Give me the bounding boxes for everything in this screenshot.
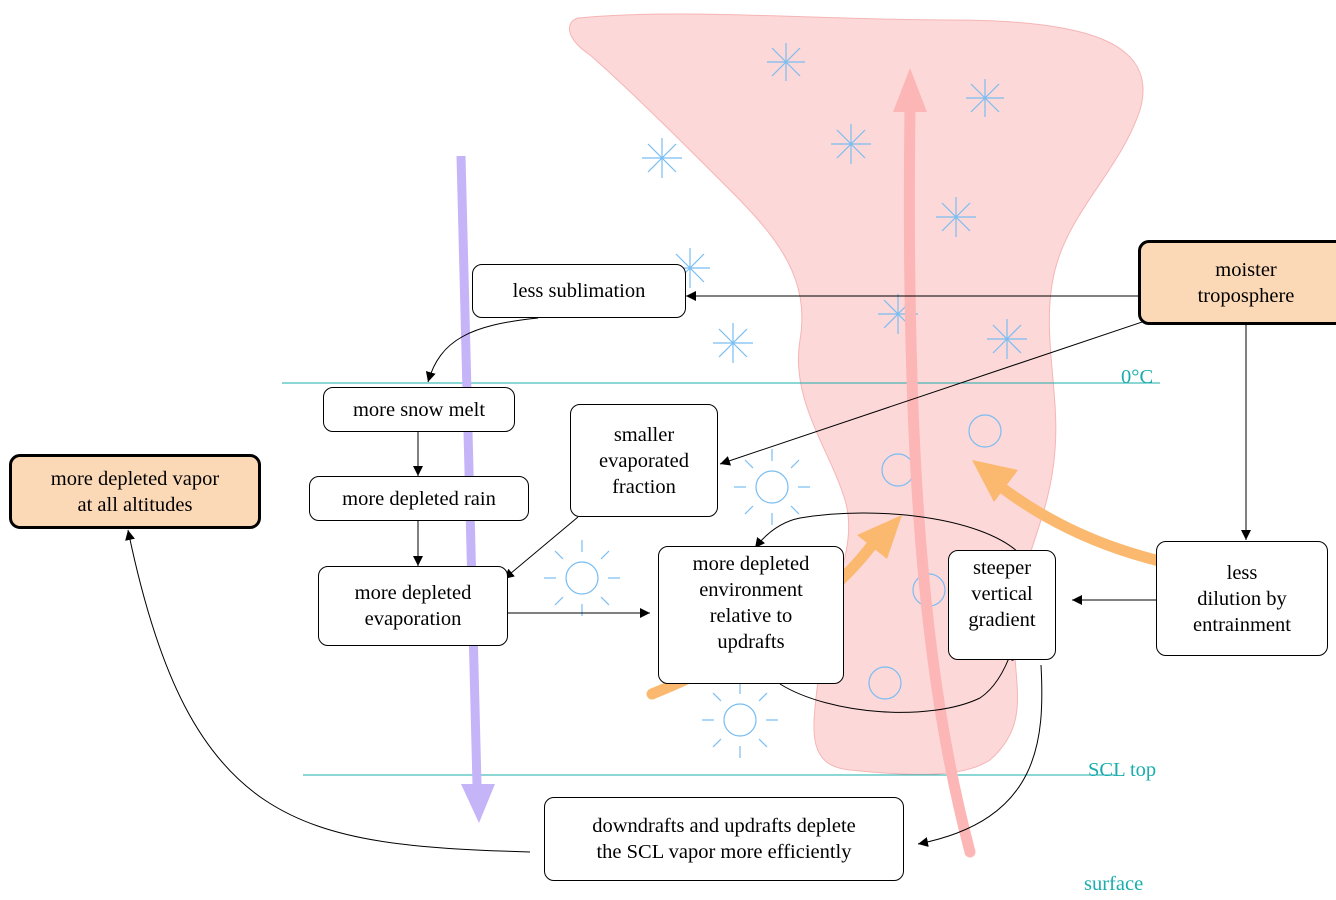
droplet-icon <box>968 414 1002 448</box>
ice-crystal-icon <box>642 138 682 178</box>
connector-arrow <box>719 319 1149 466</box>
node-more-depleted-vapor: more depleted vapor at all altitudes <box>9 454 261 529</box>
connector-arrow <box>503 516 579 580</box>
node-label: moister troposphere <box>1197 258 1295 307</box>
evaporation-icon <box>702 682 778 758</box>
updraft-arrowhead <box>893 68 927 112</box>
freezing-level-label: 0°C <box>1121 366 1154 388</box>
node-more-depleted-rain: more depleted rain <box>309 476 529 521</box>
entrainment-arrowhead <box>972 460 1018 502</box>
node-label: more depleted environment relative to up… <box>692 553 810 653</box>
node-label: smaller evaporated fraction <box>599 423 689 498</box>
droplet-icon <box>868 666 902 700</box>
node-label: downdrafts and updrafts deplete the SCL … <box>592 815 856 863</box>
node-label: less sublimation <box>512 280 646 302</box>
node-label: more depleted vapor at all altitudes <box>50 467 220 516</box>
cloud-shape <box>568 13 1144 775</box>
node-steeper-vertical-gradient: steeper vertical gradient <box>948 550 1056 660</box>
surface-label: surface <box>1084 873 1144 895</box>
node-label: more snow melt <box>352 398 486 421</box>
node-more-depleted-evaporation: more depleted evaporation <box>318 566 508 646</box>
connector-arrow <box>125 529 531 853</box>
node-label: more depleted rain <box>342 487 496 510</box>
node-less-dilution: less dilution by entrainment <box>1156 541 1328 656</box>
connector-arrow <box>917 664 1043 847</box>
ice-crystal-icon <box>713 323 753 363</box>
connector-arrow <box>425 317 539 383</box>
evaporation-icon <box>544 540 620 616</box>
node-more-depleted-environment: more depleted environment relative to up… <box>658 546 844 684</box>
scl-top-label: SCL top <box>1088 759 1157 781</box>
node-downdrafts-updrafts: downdrafts and updrafts deplete the SCL … <box>544 797 904 881</box>
downdraft-arrow <box>456 155 482 786</box>
evaporation-icon <box>734 449 810 525</box>
node-label: less dilution by entrainment <box>1193 561 1291 636</box>
node-smaller-evaporated-fraction: smaller evaporated fraction <box>570 404 718 517</box>
ice-crystal-icon <box>987 319 1027 359</box>
updraft-arrow <box>903 104 976 858</box>
node-label: more depleted evaporation <box>354 582 472 630</box>
downdraft-arrowhead <box>461 784 495 823</box>
ice-crystal-icon <box>966 79 1004 117</box>
ice-crystal-icon <box>767 43 805 81</box>
node-less-sublimation: less sublimation <box>472 264 686 318</box>
entrainment-arrowhead <box>857 515 902 559</box>
ice-crystal-icon <box>936 197 976 237</box>
node-label: steeper vertical gradient <box>968 557 1036 631</box>
connector-arrow <box>754 512 1019 553</box>
ice-crystal-icon <box>831 124 871 164</box>
connector-arrow <box>779 649 1014 713</box>
node-moister-troposphere: moister troposphere <box>1138 240 1336 325</box>
node-more-snow-melt: more snow melt <box>323 387 515 432</box>
